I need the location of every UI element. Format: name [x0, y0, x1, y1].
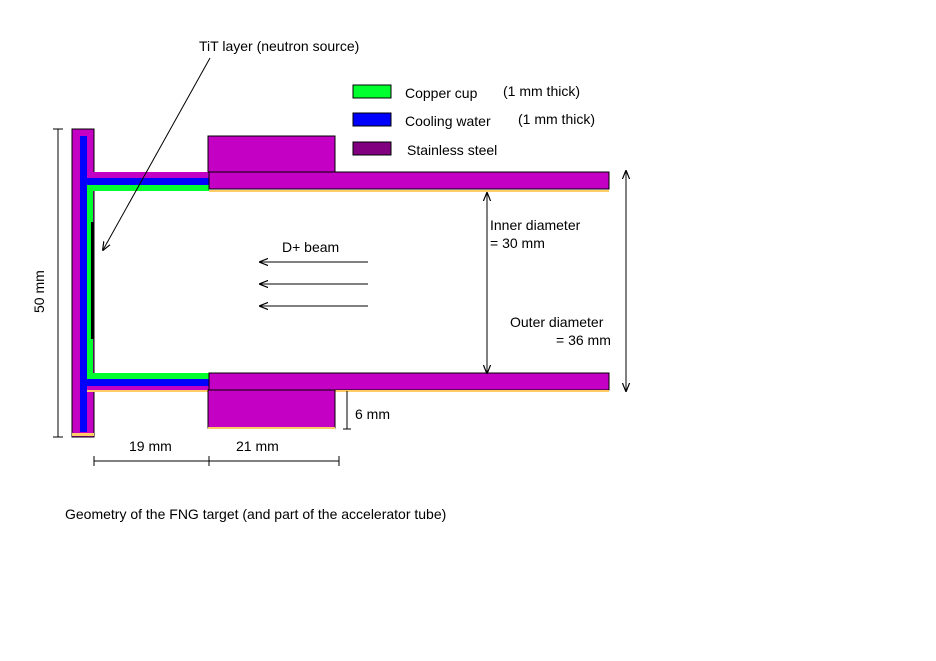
collar-top: [207, 135, 336, 173]
tit-layer-label: TiT layer (neutron source): [199, 38, 359, 54]
caption: Geometry of the FNG target (and part of …: [65, 506, 446, 522]
lower-water-channel: [87, 379, 209, 386]
dim-19-label: 19 mm: [129, 438, 172, 454]
legend-water-swatch: [352, 112, 392, 127]
upper-copper-cup: [87, 185, 209, 191]
tube-wall-bottom: [208, 372, 610, 391]
upper-water-channel: [87, 178, 209, 185]
inner-diameter-label: Inner diameter: [490, 217, 581, 233]
tit-layer: [91, 222, 94, 339]
lower-steel-strip: [87, 386, 209, 390]
legend: Copper cup (1 mm thick) Cooling water (1…: [352, 83, 595, 158]
legend-steel-label: Stainless steel: [407, 142, 497, 158]
legend-copper-label: Copper cup: [405, 85, 478, 101]
legend-copper-swatch: [352, 84, 392, 99]
tube-wall-top: [208, 171, 610, 190]
target-assembly: [71, 128, 610, 438]
beam-label: D+ beam: [282, 239, 339, 255]
collar-bottom: [207, 389, 336, 429]
dim-6-label: 6 mm: [355, 406, 390, 422]
outer-diameter-value: = 36 mm: [556, 332, 611, 348]
flange-copper-strip: [87, 185, 93, 381]
flange-water-channel: [80, 136, 87, 432]
legend-water-label: Cooling water: [405, 113, 491, 129]
lower-copper-cup: [87, 373, 209, 379]
dim-21-label: 21 mm: [236, 438, 279, 454]
dim-50-label: 50 mm: [31, 270, 47, 313]
lower-thin-line: [87, 390, 209, 392]
inner-diameter-value: = 30 mm: [490, 235, 545, 251]
legend-steel-swatch: [352, 141, 392, 156]
upper-steel-strip: [87, 172, 209, 178]
tit-pointer-arrow: [103, 57, 211, 250]
outer-diameter-label: Outer diameter: [510, 314, 604, 330]
flange-bottom-line: [72, 433, 94, 436]
legend-copper-note: (1 mm thick): [503, 83, 580, 99]
legend-water-note: (1 mm thick): [518, 111, 595, 127]
